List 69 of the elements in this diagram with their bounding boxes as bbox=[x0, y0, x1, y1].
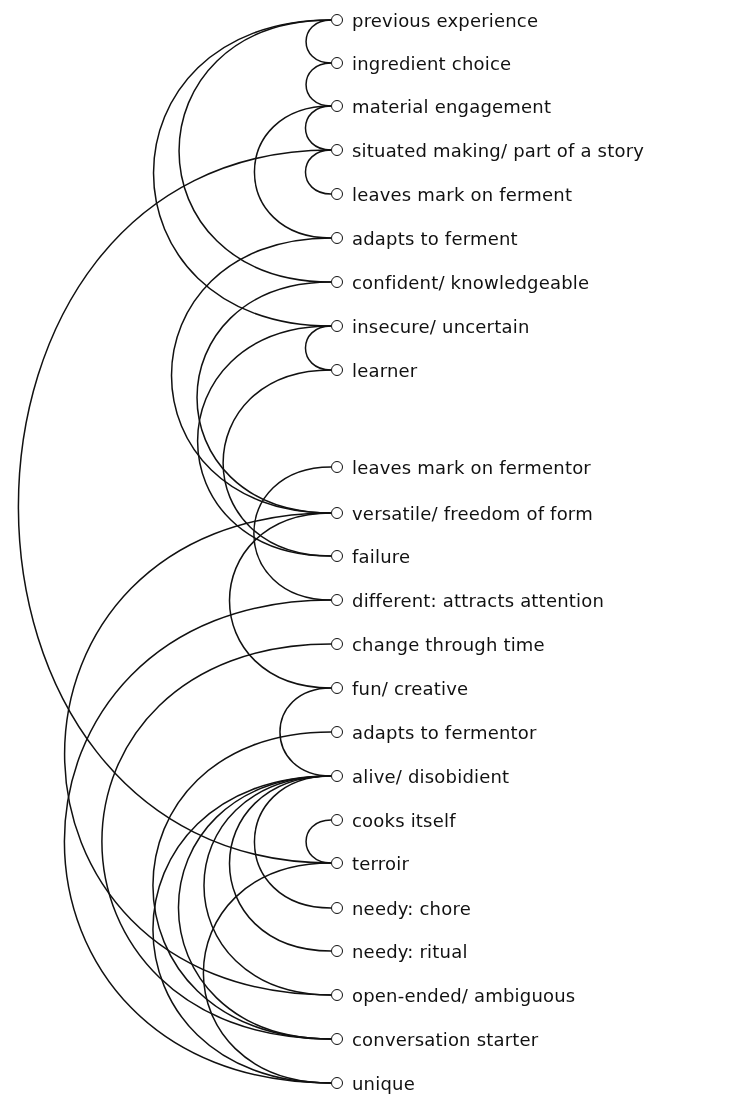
node bbox=[331, 678, 469, 698]
node bbox=[331, 590, 605, 610]
node-label: previous experience bbox=[352, 9, 539, 31]
node-label: versatile/ freedom of form bbox=[352, 502, 593, 524]
node bbox=[331, 634, 545, 654]
node bbox=[331, 503, 593, 523]
connector-arc bbox=[222, 369, 332, 557]
node-label: open-ended/ ambiguous bbox=[352, 984, 576, 1006]
connector-arc bbox=[202, 862, 332, 1084]
node-label: material engagement bbox=[352, 95, 552, 117]
node-label: adapts to fermentor bbox=[352, 721, 537, 743]
node bbox=[331, 941, 468, 961]
connector-arc bbox=[304, 149, 332, 195]
node bbox=[331, 985, 576, 1005]
node-label: change through time bbox=[352, 633, 545, 655]
connector-arc bbox=[196, 281, 332, 514]
connector-arc bbox=[253, 466, 332, 601]
node-label: leaves mark on ferment bbox=[352, 183, 573, 205]
node-label: different: attracts attention bbox=[352, 589, 605, 611]
node-label: learner bbox=[352, 359, 418, 381]
connector-arc bbox=[152, 775, 332, 1084]
node bbox=[331, 722, 537, 742]
node bbox=[331, 853, 410, 873]
connector-arc bbox=[279, 687, 332, 777]
connector-arc bbox=[63, 599, 332, 1084]
node-label: failure bbox=[352, 545, 411, 567]
node bbox=[331, 53, 512, 73]
node bbox=[331, 1029, 539, 1049]
connector-arc bbox=[203, 775, 332, 996]
node-label: needy: ritual bbox=[352, 940, 468, 962]
node bbox=[331, 766, 510, 786]
node bbox=[331, 360, 418, 380]
node bbox=[331, 10, 539, 30]
connector-arc bbox=[101, 643, 332, 1040]
node bbox=[331, 457, 591, 477]
connector-arc bbox=[177, 775, 332, 1040]
node-label: needy: chore bbox=[352, 897, 471, 919]
connector-arc bbox=[17, 149, 332, 864]
node bbox=[331, 228, 518, 248]
connector-arc bbox=[228, 775, 332, 952]
node bbox=[331, 184, 573, 204]
node bbox=[331, 316, 530, 336]
connector-arc bbox=[305, 819, 332, 864]
node bbox=[331, 272, 590, 292]
node-label: alive/ disobidient bbox=[352, 765, 510, 787]
node-label: ingredient choice bbox=[352, 52, 512, 74]
node-label: situated making/ part of a story bbox=[352, 139, 645, 161]
node-label: adapts to ferment bbox=[352, 227, 518, 249]
connector-arc bbox=[152, 19, 332, 327]
node-label: fun/ creative bbox=[352, 677, 469, 699]
node-label: cooks itself bbox=[352, 809, 456, 831]
node-label: conversation starter bbox=[352, 1028, 539, 1050]
connector-arc bbox=[63, 512, 332, 996]
node-label: insecure/ uncertain bbox=[352, 315, 530, 337]
node-label: unique bbox=[352, 1072, 415, 1094]
node bbox=[331, 546, 411, 566]
node bbox=[331, 96, 552, 116]
node bbox=[331, 1073, 415, 1093]
connector-arc bbox=[253, 775, 332, 909]
connector-arc bbox=[253, 105, 332, 239]
connector-arc bbox=[196, 325, 332, 557]
connector-arc bbox=[305, 62, 332, 107]
node-label: terroir bbox=[352, 852, 410, 874]
node-label: confident/ knowledgeable bbox=[352, 271, 590, 293]
node bbox=[331, 810, 456, 830]
node-label: leaves mark on fermentor bbox=[352, 456, 591, 478]
node bbox=[331, 898, 471, 918]
connector-arc bbox=[170, 237, 332, 514]
connector-arc bbox=[152, 731, 332, 1040]
